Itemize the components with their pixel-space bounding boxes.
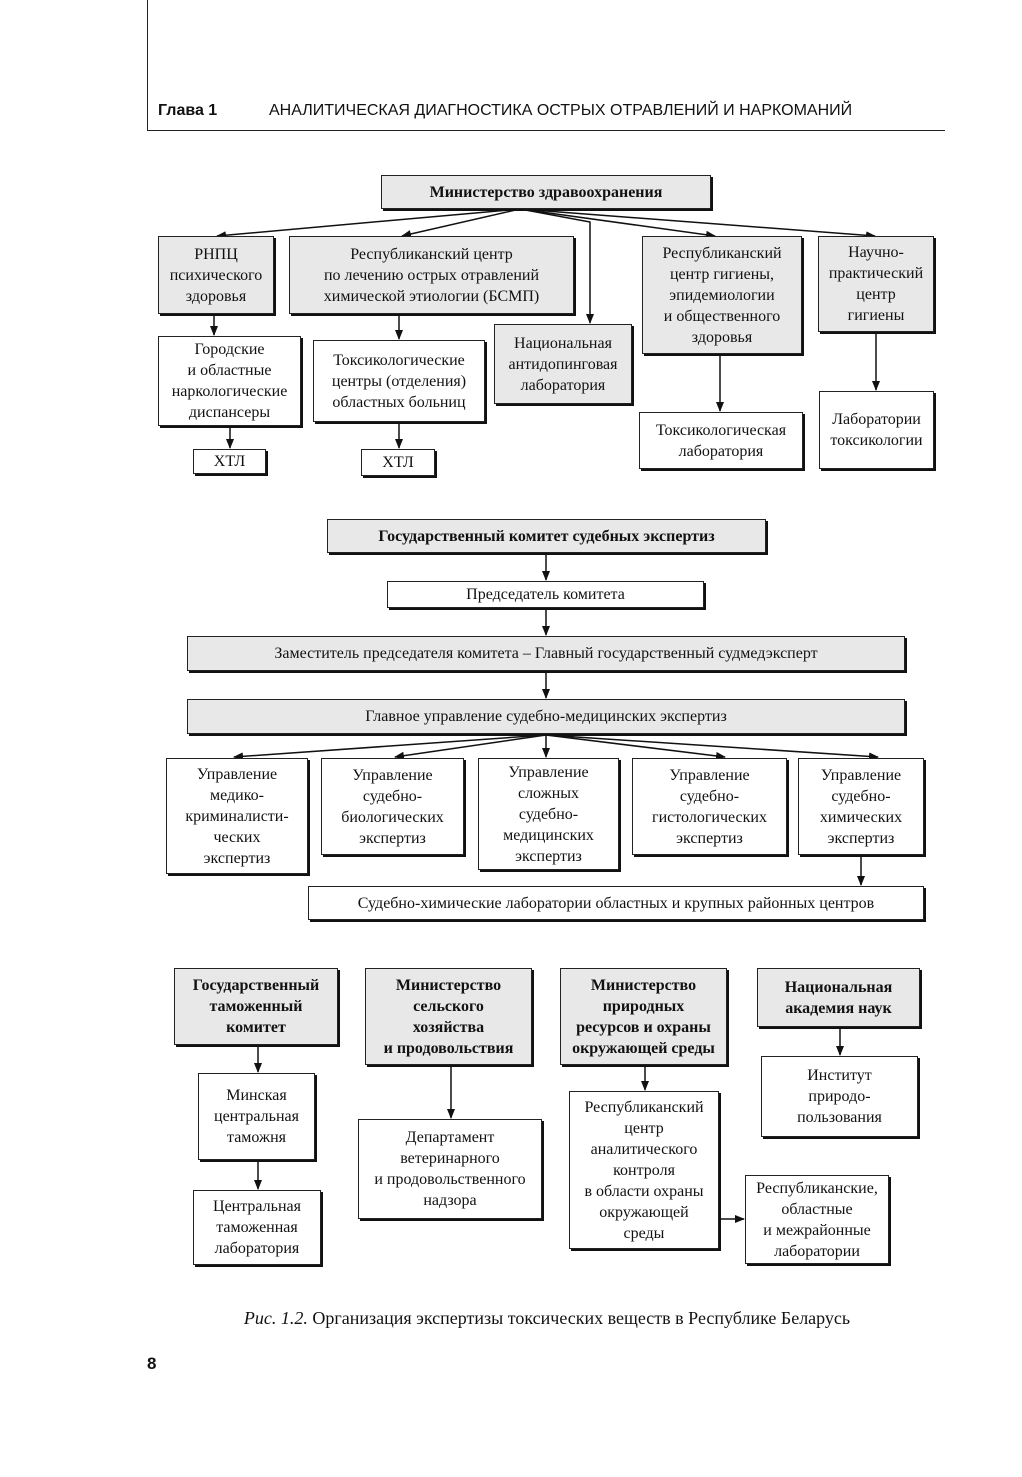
- dept-forensic-criminalistic-box: Управление медико- криминалисти- ческих …: [166, 758, 308, 874]
- rc-acute-poisoning-box: Республиканский центр по лечению острых …: [289, 236, 574, 314]
- tox-labs-box: Лаборатории токсикологии: [819, 391, 934, 469]
- arrow-main-dept1: [233, 734, 547, 761]
- arrow-main-dept4: [545, 734, 726, 760]
- nature-institute-box: Институт природо- пользования: [761, 1056, 918, 1137]
- tox-lab-box: Токсикологическая лаборатория: [639, 412, 803, 469]
- dept-forensic-chemical-box: Управление судебно- химических экспертиз: [798, 758, 924, 855]
- caption-text: Организация экспертизы токсических вещес…: [307, 1308, 851, 1328]
- nature-ministry-box: Министерство природных ресурсов и охраны…: [560, 968, 727, 1065]
- ministry-health-box: Министерство здравоохранения: [381, 175, 711, 209]
- rc-hygiene-box: Республиканский центр гигиены, эпидемиол…: [642, 236, 802, 354]
- regional-labs-box: Республиканские, областные и межрайонные…: [745, 1175, 889, 1264]
- main-dept-box: Главное управление судебно-медицинских э…: [187, 699, 905, 734]
- tox-centers-box: Токсикологические центры (отделения) обл…: [313, 340, 485, 422]
- committee-box: Государственный комитет судебных эксперт…: [327, 519, 766, 553]
- npc-hygiene-box: Научно- практический центр гигиены: [818, 236, 934, 332]
- academy-of-sciences-box: Национальная академия наук: [757, 968, 920, 1027]
- chapter-title: АНАЛИТИЧЕСКАЯ ДИАГНОСТИКА ОСТРЫХ ОТРАВЛЕ…: [269, 102, 853, 119]
- arrow-main-dept2: [394, 734, 547, 760]
- dept-complex-medical-box: Управление сложных судебно- медицинских …: [478, 758, 619, 870]
- arrow-ministry-antidoping: [519, 208, 594, 324]
- vet-dept-box: Департамент ветеринарного и продовольств…: [358, 1119, 542, 1219]
- rc-analytical-control-box: Республиканский центр аналитического кон…: [569, 1091, 719, 1249]
- agriculture-ministry-box: Министерство сельского хозяйства и продо…: [365, 968, 532, 1065]
- customs-committee-box: Государственный таможенный комитет: [174, 968, 338, 1045]
- arrow-ministry-rc-acute: [401, 208, 521, 238]
- arrow-ministry-rnpc: [216, 208, 521, 240]
- rnpc-box: РНПЦ психического здоровья: [158, 236, 274, 314]
- chairman-box: Председатель комитета: [387, 581, 704, 608]
- arrow-ministry-npc-hygiene: [519, 208, 876, 240]
- page-number: 8: [147, 1354, 157, 1373]
- forensic-chemical-labs-box: Судебно-химические лаборатории областных…: [308, 886, 924, 920]
- header-rule: [147, 130, 945, 131]
- arrow-ministry-rc-hygiene: [519, 208, 716, 239]
- antidoping-lab-box: Национальная антидопинговая лаборатория: [494, 324, 632, 404]
- caption-label: Рис. 1.2.: [243, 1308, 308, 1328]
- dispensaries-box: Городские и областные наркологические ди…: [158, 336, 301, 426]
- dept-forensic-histological-box: Управление судебно- гистологических эксп…: [632, 758, 787, 855]
- central-customs-lab-box: Центральная таможенная лаборатория: [193, 1190, 321, 1265]
- dept-forensic-biological-box: Управление судебно- биологических экспер…: [321, 758, 464, 855]
- minsk-customs-box: Минская центральная таможня: [198, 1073, 315, 1160]
- header-vertical-rule: [147, 0, 148, 131]
- figure-caption: Рис. 1.2. Организация экспертизы токсиче…: [0, 1308, 1022, 1329]
- chapter-label: Глава 1: [158, 102, 218, 119]
- arrow-main-dept5: [545, 734, 879, 761]
- htl-box-1: ХТЛ: [193, 449, 266, 474]
- deputy-box: Заместитель председателя комитета – Глав…: [187, 636, 905, 671]
- htl-box-2: ХТЛ: [361, 449, 435, 476]
